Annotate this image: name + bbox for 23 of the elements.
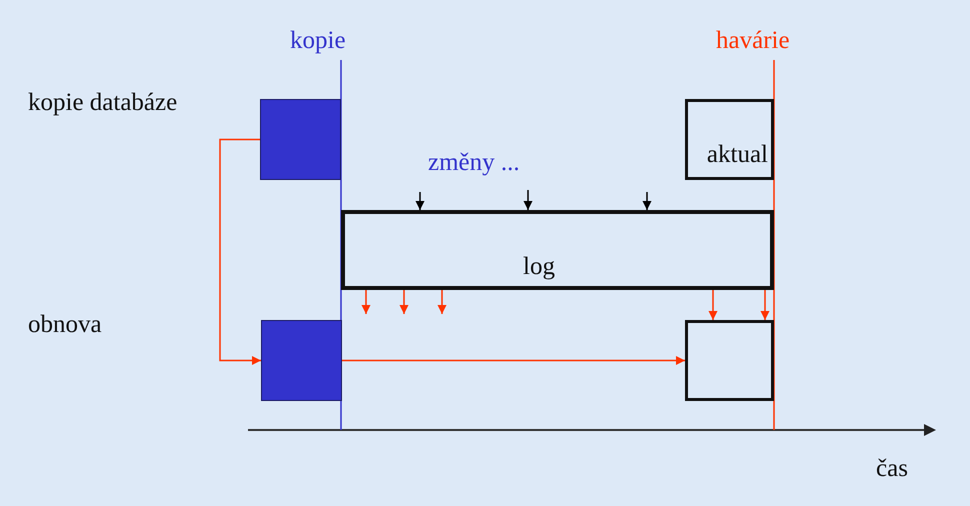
arrow	[642, 192, 652, 210]
database-copy-block	[261, 320, 342, 401]
database-box	[685, 99, 774, 180]
database-copy-block	[260, 99, 341, 180]
row-label: obnova	[28, 312, 102, 337]
arrow	[760, 290, 770, 320]
row-label: kopie databáze	[28, 90, 178, 115]
arrow	[438, 290, 446, 314]
arrow	[342, 356, 685, 365]
arrow	[219, 138, 261, 365]
arrow	[708, 290, 718, 320]
arrow	[416, 192, 424, 210]
arrow	[362, 290, 370, 314]
arrow	[400, 290, 408, 314]
arrow	[524, 190, 532, 210]
node-label: log	[523, 254, 555, 279]
changes-label: změny ...	[428, 150, 520, 175]
log-box	[341, 210, 774, 290]
time-label: havárie	[716, 28, 790, 53]
time-label: kopie	[290, 28, 346, 53]
restored-database-box	[685, 320, 774, 401]
node-label: aktual	[706, 142, 768, 167]
axis-label: čas	[876, 456, 908, 481]
